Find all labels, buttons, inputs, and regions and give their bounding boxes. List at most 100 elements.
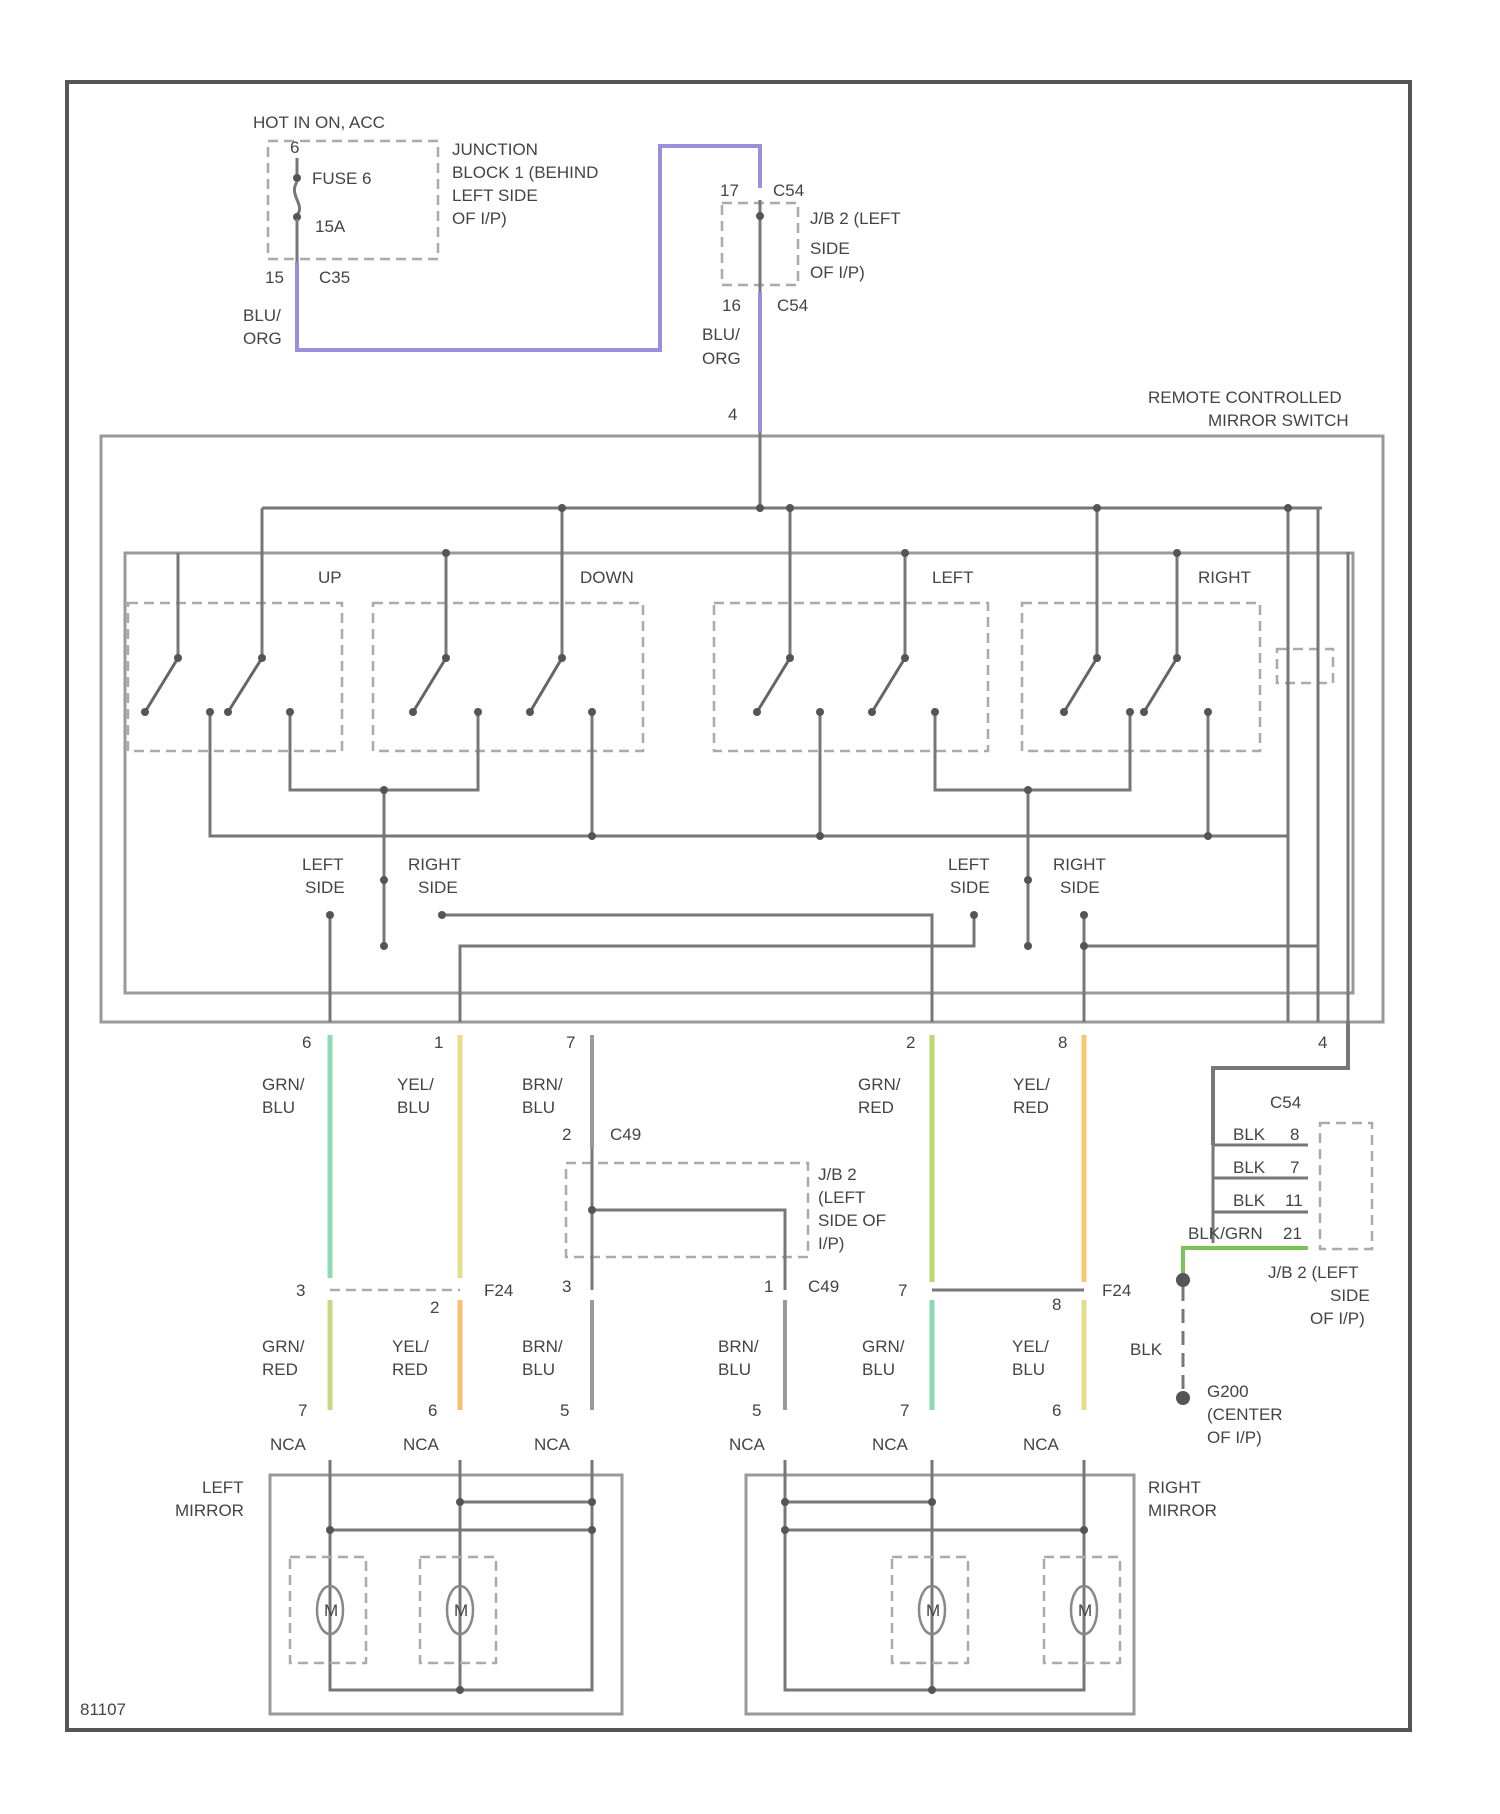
f24-right-connector: F24 xyxy=(1102,1281,1131,1300)
upper-wire-1-color-2: BLU xyxy=(262,1098,295,1117)
contact-right-1 xyxy=(1064,658,1097,712)
contact-down-2 xyxy=(530,658,562,712)
side-selector: LEFT SIDE RIGHT SIDE LEFT SIDE RIGHT SID… xyxy=(302,855,1318,1022)
right-mirror-motor-2-label: M xyxy=(1078,1601,1092,1620)
jb2-mid-pin-out-left: 3 xyxy=(562,1277,571,1296)
feed-wire-2-color-1: BLU/ xyxy=(702,325,740,344)
jb2-mid-desc-4: I/P) xyxy=(818,1234,844,1253)
selector-wiring xyxy=(330,915,1318,1022)
lower-wires: GRN/ RED YEL/ RED BRN/ BLU BRN/ BLU GRN/… xyxy=(262,1300,1084,1454)
ground-wire-2-pin: 7 xyxy=(1290,1158,1299,1177)
mid-connectors: 3 2 F24 7 8 F24 xyxy=(296,1281,1131,1317)
switch-left-group xyxy=(714,603,988,751)
jb2-mid-desc-3: SIDE OF xyxy=(818,1211,886,1230)
f24-left-pin-2: 2 xyxy=(430,1298,439,1317)
ground-point xyxy=(1176,1391,1190,1405)
jb2-mid-desc-2: (LEFT xyxy=(818,1188,865,1207)
upper-wire-2-color-2: BLU xyxy=(397,1098,430,1117)
ground-block: C54 BLK 8 BLK 7 BLK 11 BLK/GRN 21 J/B 2 … xyxy=(1130,1093,1372,1447)
switch-title-1: REMOTE CONTROLLED xyxy=(1148,388,1342,407)
ground-wire-1-pin: 8 xyxy=(1290,1125,1299,1144)
fuse-terminal-top xyxy=(293,174,301,182)
switch-down-group xyxy=(373,603,643,751)
lower-wire-5-color-1: GRN/ xyxy=(862,1337,905,1356)
lower-wire-3-color-2: BLU xyxy=(522,1360,555,1379)
jb2-mid: 2 C49 J/B 2 (LEFT SIDE OF I/P) 3 1 C49 xyxy=(562,1125,886,1296)
switch-right-group xyxy=(1022,603,1260,751)
lower-wire-1-pin: 7 xyxy=(298,1401,307,1420)
junction-block-1-desc-3: LEFT SIDE xyxy=(452,186,538,205)
jb2-top-pin-in: 17 xyxy=(720,181,739,200)
left-mirror-wiring xyxy=(330,1460,592,1690)
switch-return-bus xyxy=(290,712,1130,946)
contact-left-1 xyxy=(757,658,790,712)
switch-housing xyxy=(101,436,1383,1022)
right-mirror-housing xyxy=(746,1475,1134,1714)
right-mirror-nodes xyxy=(781,1498,1088,1694)
feed-wire-1-color-1: BLU/ xyxy=(243,306,281,325)
upper-wire-3-pin: 7 xyxy=(566,1033,575,1052)
nca-label-4: NCA xyxy=(729,1435,766,1454)
ground-connector: C54 xyxy=(1270,1093,1301,1112)
right-mirror-motor-1-label: M xyxy=(926,1601,940,1620)
junction-block-1: HOT IN ON, ACC 6 FUSE 6 15A JUNCTION BLO… xyxy=(253,113,598,287)
ground-wires: BLK 8 BLK 7 BLK 11 BLK/GRN 21 xyxy=(1188,1125,1303,1243)
upper-wire-1-pin: 6 xyxy=(302,1033,311,1052)
right-mirror-label-2: MIRROR xyxy=(1148,1501,1217,1520)
ground-wire-4-pin: 21 xyxy=(1283,1224,1302,1243)
switch-up-group xyxy=(128,603,342,751)
upper-wires: 6 1 7 2 8 4 GRN/ BLU YEL/ BLU BRN/ BLU G… xyxy=(262,1022,1348,1282)
selector-left-side-2b: SIDE xyxy=(950,878,990,897)
selector-left-side-2: LEFT xyxy=(948,855,990,874)
lower-wire-4-color-1: BRN/ xyxy=(718,1337,759,1356)
fuse-name: FUSE 6 xyxy=(312,169,372,188)
switch-side-group xyxy=(1277,649,1333,683)
upper-wire-4-color-2: RED xyxy=(858,1098,894,1117)
ground-wire-1: BLK xyxy=(1233,1125,1266,1144)
lower-wire-5-color-2: BLU xyxy=(862,1360,895,1379)
nca-label-2: NCA xyxy=(403,1435,440,1454)
switch-title-2: MIRROR SWITCH xyxy=(1208,411,1349,430)
ground-jb-desc-2: SIDE xyxy=(1330,1286,1370,1305)
right-mirror: RIGHT MIRROR M M xyxy=(746,1460,1217,1714)
lower-wire-2-color-1: YEL/ xyxy=(392,1337,429,1356)
junction-block-1-desc-1: JUNCTION xyxy=(452,140,538,159)
switch-output-bus xyxy=(210,712,1288,836)
lower-wire-3-color-1: BRN/ xyxy=(522,1337,563,1356)
feed-wire-1-color-2: ORG xyxy=(243,329,282,348)
upper-wire-6-pin: 4 xyxy=(1318,1033,1327,1052)
switch-common-bus xyxy=(262,432,1348,1022)
nca-label-1: NCA xyxy=(270,1435,307,1454)
contact-right-2 xyxy=(1144,658,1177,712)
ground-desc-2: (CENTER xyxy=(1207,1405,1283,1424)
selector-left-side-1: LEFT xyxy=(302,855,344,874)
ground-desc-3: OF I/P) xyxy=(1207,1428,1262,1447)
nca-label-5: NCA xyxy=(872,1435,909,1454)
upper-wire-4-pin: 2 xyxy=(906,1033,915,1052)
lower-wire-1-color-2: RED xyxy=(262,1360,298,1379)
switch-pos-left: LEFT xyxy=(932,568,974,587)
switch-pos-right: RIGHT xyxy=(1198,568,1251,587)
contact-up-2 xyxy=(228,658,262,712)
jb2-top-connector-in: C54 xyxy=(773,181,804,200)
f24-left-connector: F24 xyxy=(484,1281,513,1300)
jb2-top: 17 C54 J/B 2 (LEFT SIDE OF I/P) 16 C54 xyxy=(720,181,901,315)
feed-wire-2-color-2: ORG xyxy=(702,349,741,368)
ground-wire-color: BLK xyxy=(1130,1340,1163,1359)
selector-left-side-1b: SIDE xyxy=(305,878,345,897)
upper-wire-5-color-1: YEL/ xyxy=(1013,1075,1050,1094)
jb2-mid-connector-out: C49 xyxy=(808,1277,839,1296)
selector-right-side-1: RIGHT xyxy=(408,855,461,874)
ground-wire-2: BLK xyxy=(1233,1158,1266,1177)
selector-right-side-2b: SIDE xyxy=(1060,878,1100,897)
hot-in-label: HOT IN ON, ACC xyxy=(253,113,385,132)
jb2-mid-pin-out-right: 1 xyxy=(764,1277,773,1296)
lower-wire-1-color-1: GRN/ xyxy=(262,1337,305,1356)
switch-pos-up: UP xyxy=(318,568,342,587)
left-mirror-motor-1-label: M xyxy=(324,1601,338,1620)
ground-wire-4: BLK/GRN xyxy=(1188,1224,1263,1243)
upper-wire-4-color-1: GRN/ xyxy=(858,1075,901,1094)
ground-jb-outline xyxy=(1320,1123,1372,1249)
mirror-switch: REMOTE CONTROLLED MIRROR SWITCH 4 UP DOW… xyxy=(101,388,1383,1022)
jb2-mid-desc-1: J/B 2 xyxy=(818,1165,857,1184)
